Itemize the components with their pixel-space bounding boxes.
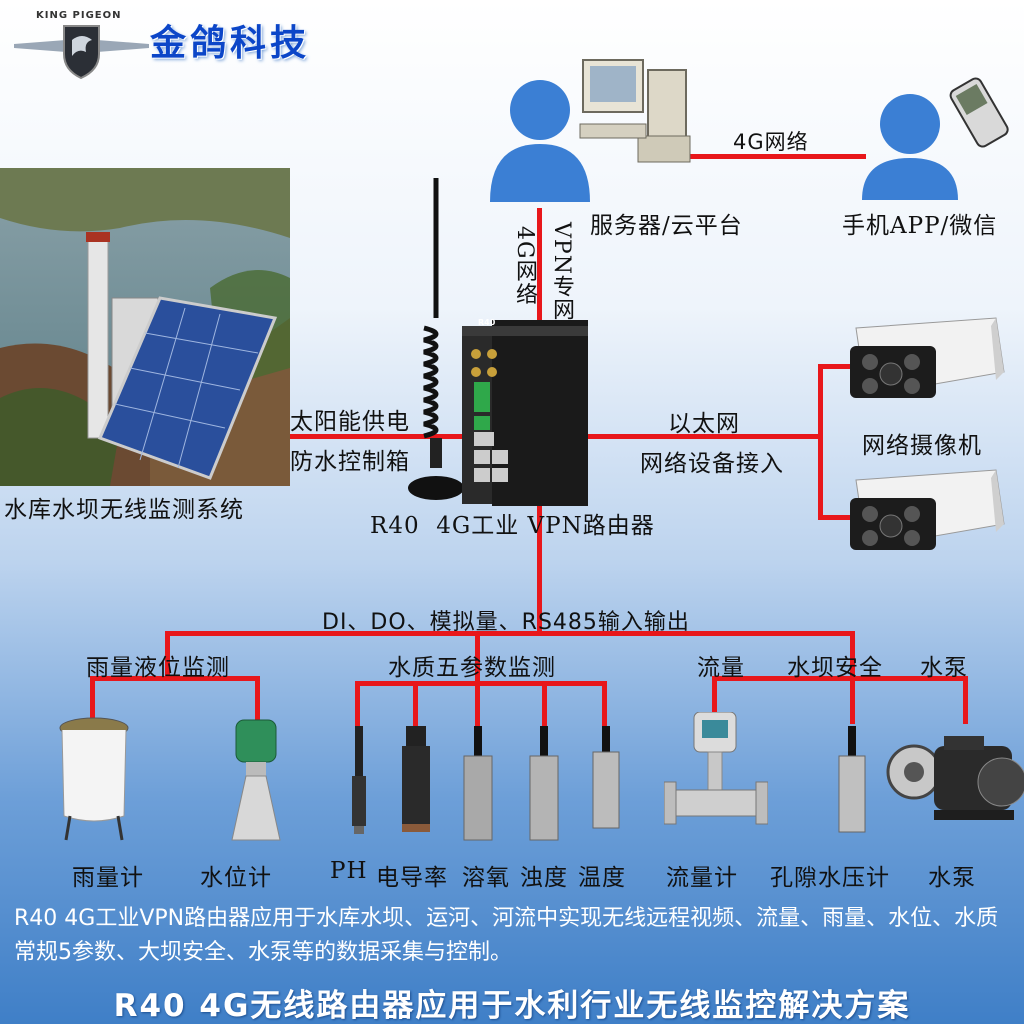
- turbidity-sensor-icon: [529, 726, 559, 841]
- bus-drop-rain: [165, 631, 170, 681]
- link-router-box: [287, 434, 467, 439]
- server-user-icon: [490, 59, 691, 202]
- solution-title: R40 4G无线路由器应用于水利行业无线监控解决方案: [113, 988, 911, 1024]
- branch-right: [712, 676, 968, 681]
- oxygen-sensor-icon: [463, 726, 493, 841]
- pigeon-shield-icon: [14, 25, 149, 80]
- group-pump: 水泵: [920, 655, 968, 681]
- branch-quality: [355, 681, 607, 686]
- router-label: R40 4G工业 VPN路由器: [370, 513, 655, 539]
- drop-temperature: [602, 681, 607, 729]
- link-camera-1: [818, 364, 854, 369]
- link-camera-2: [818, 515, 858, 520]
- temperature-sensor-icon: [592, 726, 620, 829]
- link-router-bus: [537, 504, 542, 636]
- reservoir-photo: [0, 168, 290, 486]
- piezometer-label: 孔隙水压计: [770, 865, 890, 891]
- brand-logo: KING PIGEON: [14, 8, 149, 80]
- level-meter-icon: [231, 719, 281, 841]
- camera-icon-1: [850, 317, 1005, 398]
- bus-drop-quality: [475, 631, 480, 681]
- group-dam: 水坝安全: [787, 655, 883, 681]
- branch-rain: [90, 676, 260, 681]
- link-4g-label: 4G网络: [733, 130, 809, 154]
- level-meter-label: 水位计: [200, 865, 272, 891]
- pump-icon: [886, 736, 1024, 820]
- waterproof-box-label: 防水控制箱: [290, 449, 410, 475]
- ethernet-label: 以太网: [668, 411, 740, 437]
- bus-label: DI、DO、模拟量、RS485输入输出: [322, 610, 690, 635]
- rain-gauge-icon: [59, 717, 129, 841]
- network-device-label: 网络设备接入: [640, 451, 784, 477]
- bus-drop-right: [850, 631, 855, 681]
- antenna-icon: [408, 178, 464, 500]
- drop-ph: [355, 681, 360, 729]
- conductivity-label: 电导率: [376, 865, 448, 891]
- camera-icon-2: [850, 469, 1005, 550]
- drop-flow: [712, 676, 717, 724]
- vertical-vpn-label: VPN专网: [549, 222, 574, 321]
- server-label: 服务器/云平台: [590, 213, 743, 239]
- reservoir-caption: 水库水坝无线监测系统: [4, 497, 244, 523]
- temperature-label: 温度: [578, 865, 626, 891]
- drop-pump: [963, 676, 968, 724]
- flow-meter-icon: [664, 712, 768, 825]
- drop-rain-gauge: [90, 676, 95, 724]
- turbidity-label: 浊度: [520, 865, 568, 891]
- solar-power-label: 太阳能供电: [290, 409, 410, 435]
- brand-name: 金鸽科技: [150, 22, 311, 64]
- pump-label: 水泵: [928, 865, 976, 891]
- flow-meter-label: 流量计: [666, 865, 738, 891]
- group-rain-level: 雨量液位监测: [86, 655, 230, 681]
- mobile-label: 手机APP/微信: [842, 213, 998, 239]
- group-flow: 流量: [697, 655, 745, 681]
- piezometer-icon: [838, 726, 866, 833]
- ph-label: PH: [330, 858, 368, 884]
- link-router-ethernet: [586, 434, 822, 439]
- camera-label: 网络摄像机: [862, 433, 982, 459]
- brand-english: KING PIGEON: [36, 10, 122, 21]
- oxygen-label: 溶氧: [462, 865, 510, 891]
- ph-sensor-icon: [352, 726, 366, 834]
- bus-main: [165, 631, 855, 636]
- vertical-4g-label: 4G网络: [512, 226, 537, 306]
- drop-turbidity: [542, 681, 547, 729]
- drop-conductivity: [413, 681, 418, 729]
- conductivity-sensor-icon: [402, 726, 430, 832]
- link-camera-vertical: [818, 364, 823, 520]
- router-device: [462, 320, 588, 506]
- drop-oxygen: [475, 681, 480, 729]
- link-router-server: [537, 208, 542, 326]
- rain-gauge-label: 雨量计: [72, 865, 144, 891]
- router-model-badge: R40: [478, 318, 496, 327]
- group-water-quality: 水质五参数监测: [388, 655, 556, 681]
- mobile-user-icon: [862, 77, 1009, 200]
- solution-description: R40 4G工业VPN路由器应用于水库水坝、运河、河流中实现无线远程视频、流量、…: [14, 906, 999, 965]
- link-server-mobile: [690, 154, 866, 159]
- drop-dam: [850, 676, 855, 724]
- drop-level-meter: [255, 676, 260, 724]
